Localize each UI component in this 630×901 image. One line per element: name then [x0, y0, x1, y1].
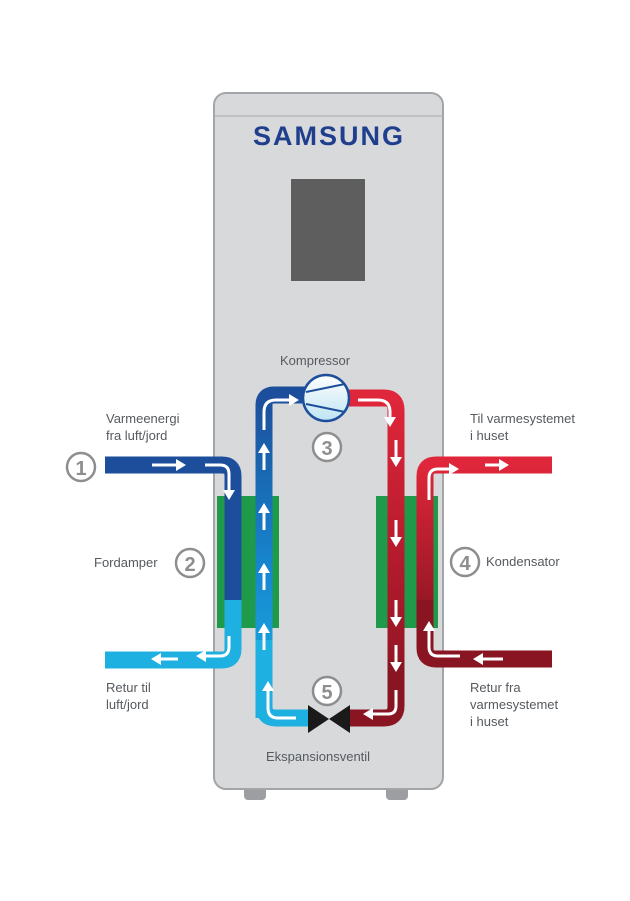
step-badge-3: 3 [311, 431, 343, 463]
step-number-3: 3 [321, 438, 332, 460]
supply-pipe-to-house [416, 456, 552, 628]
label-retur-fra: Retur fra varmesystemet i huset [470, 679, 558, 730]
label-til-varmesystemet-line2: i huset [470, 428, 509, 443]
label-retur-fra-line3: i huset [470, 714, 509, 729]
label-kondensator: Kondensator [486, 554, 560, 569]
brand-logo: SAMSUNG [252, 121, 405, 151]
label-retur-til: Retur til luft/jord [106, 679, 151, 713]
return-pipe-from-house [416, 600, 552, 668]
step-badge-2: 2 [174, 547, 206, 579]
label-til-varmesystemet-line1: Til varmesystemet [470, 411, 575, 426]
expansion-valve-icon [308, 705, 350, 733]
step-number-4: 4 [459, 553, 471, 575]
display-panel [291, 179, 365, 281]
label-varmeenergi-line1: Varmeenergi [106, 411, 180, 426]
label-kompressor: Kompressor [280, 353, 351, 368]
step-number-1: 1 [75, 458, 86, 480]
outlet-pipe-return-source [105, 600, 242, 669]
label-varmeenergi-line2: fra luft/jord [106, 428, 168, 443]
compressor-icon [301, 373, 351, 423]
label-ekspansjonsventil: Ekspansionsventil [266, 749, 371, 764]
label-retur-til-line2: luft/jord [106, 697, 149, 712]
step-badge-1: 1 [65, 451, 97, 483]
label-retur-fra-line2: varmesystemet [470, 697, 559, 712]
step-number-5: 5 [321, 682, 332, 704]
label-retur-fra-line1: Retur fra [470, 680, 521, 695]
label-til-varmesystemet: Til varmesystemet i huset [470, 410, 575, 444]
flow-arrows [151, 394, 509, 720]
step-number-2: 2 [184, 554, 195, 576]
refrigerant-line-hot-gas [345, 389, 405, 700]
label-retur-til-line1: Retur til [106, 680, 151, 695]
label-fordamper: Fordamper [94, 555, 158, 570]
label-varmeenergi: Varmeenergi fra luft/jord [106, 410, 179, 444]
step-badge-4: 4 [449, 546, 481, 578]
step-badge-5: 5 [311, 675, 343, 707]
